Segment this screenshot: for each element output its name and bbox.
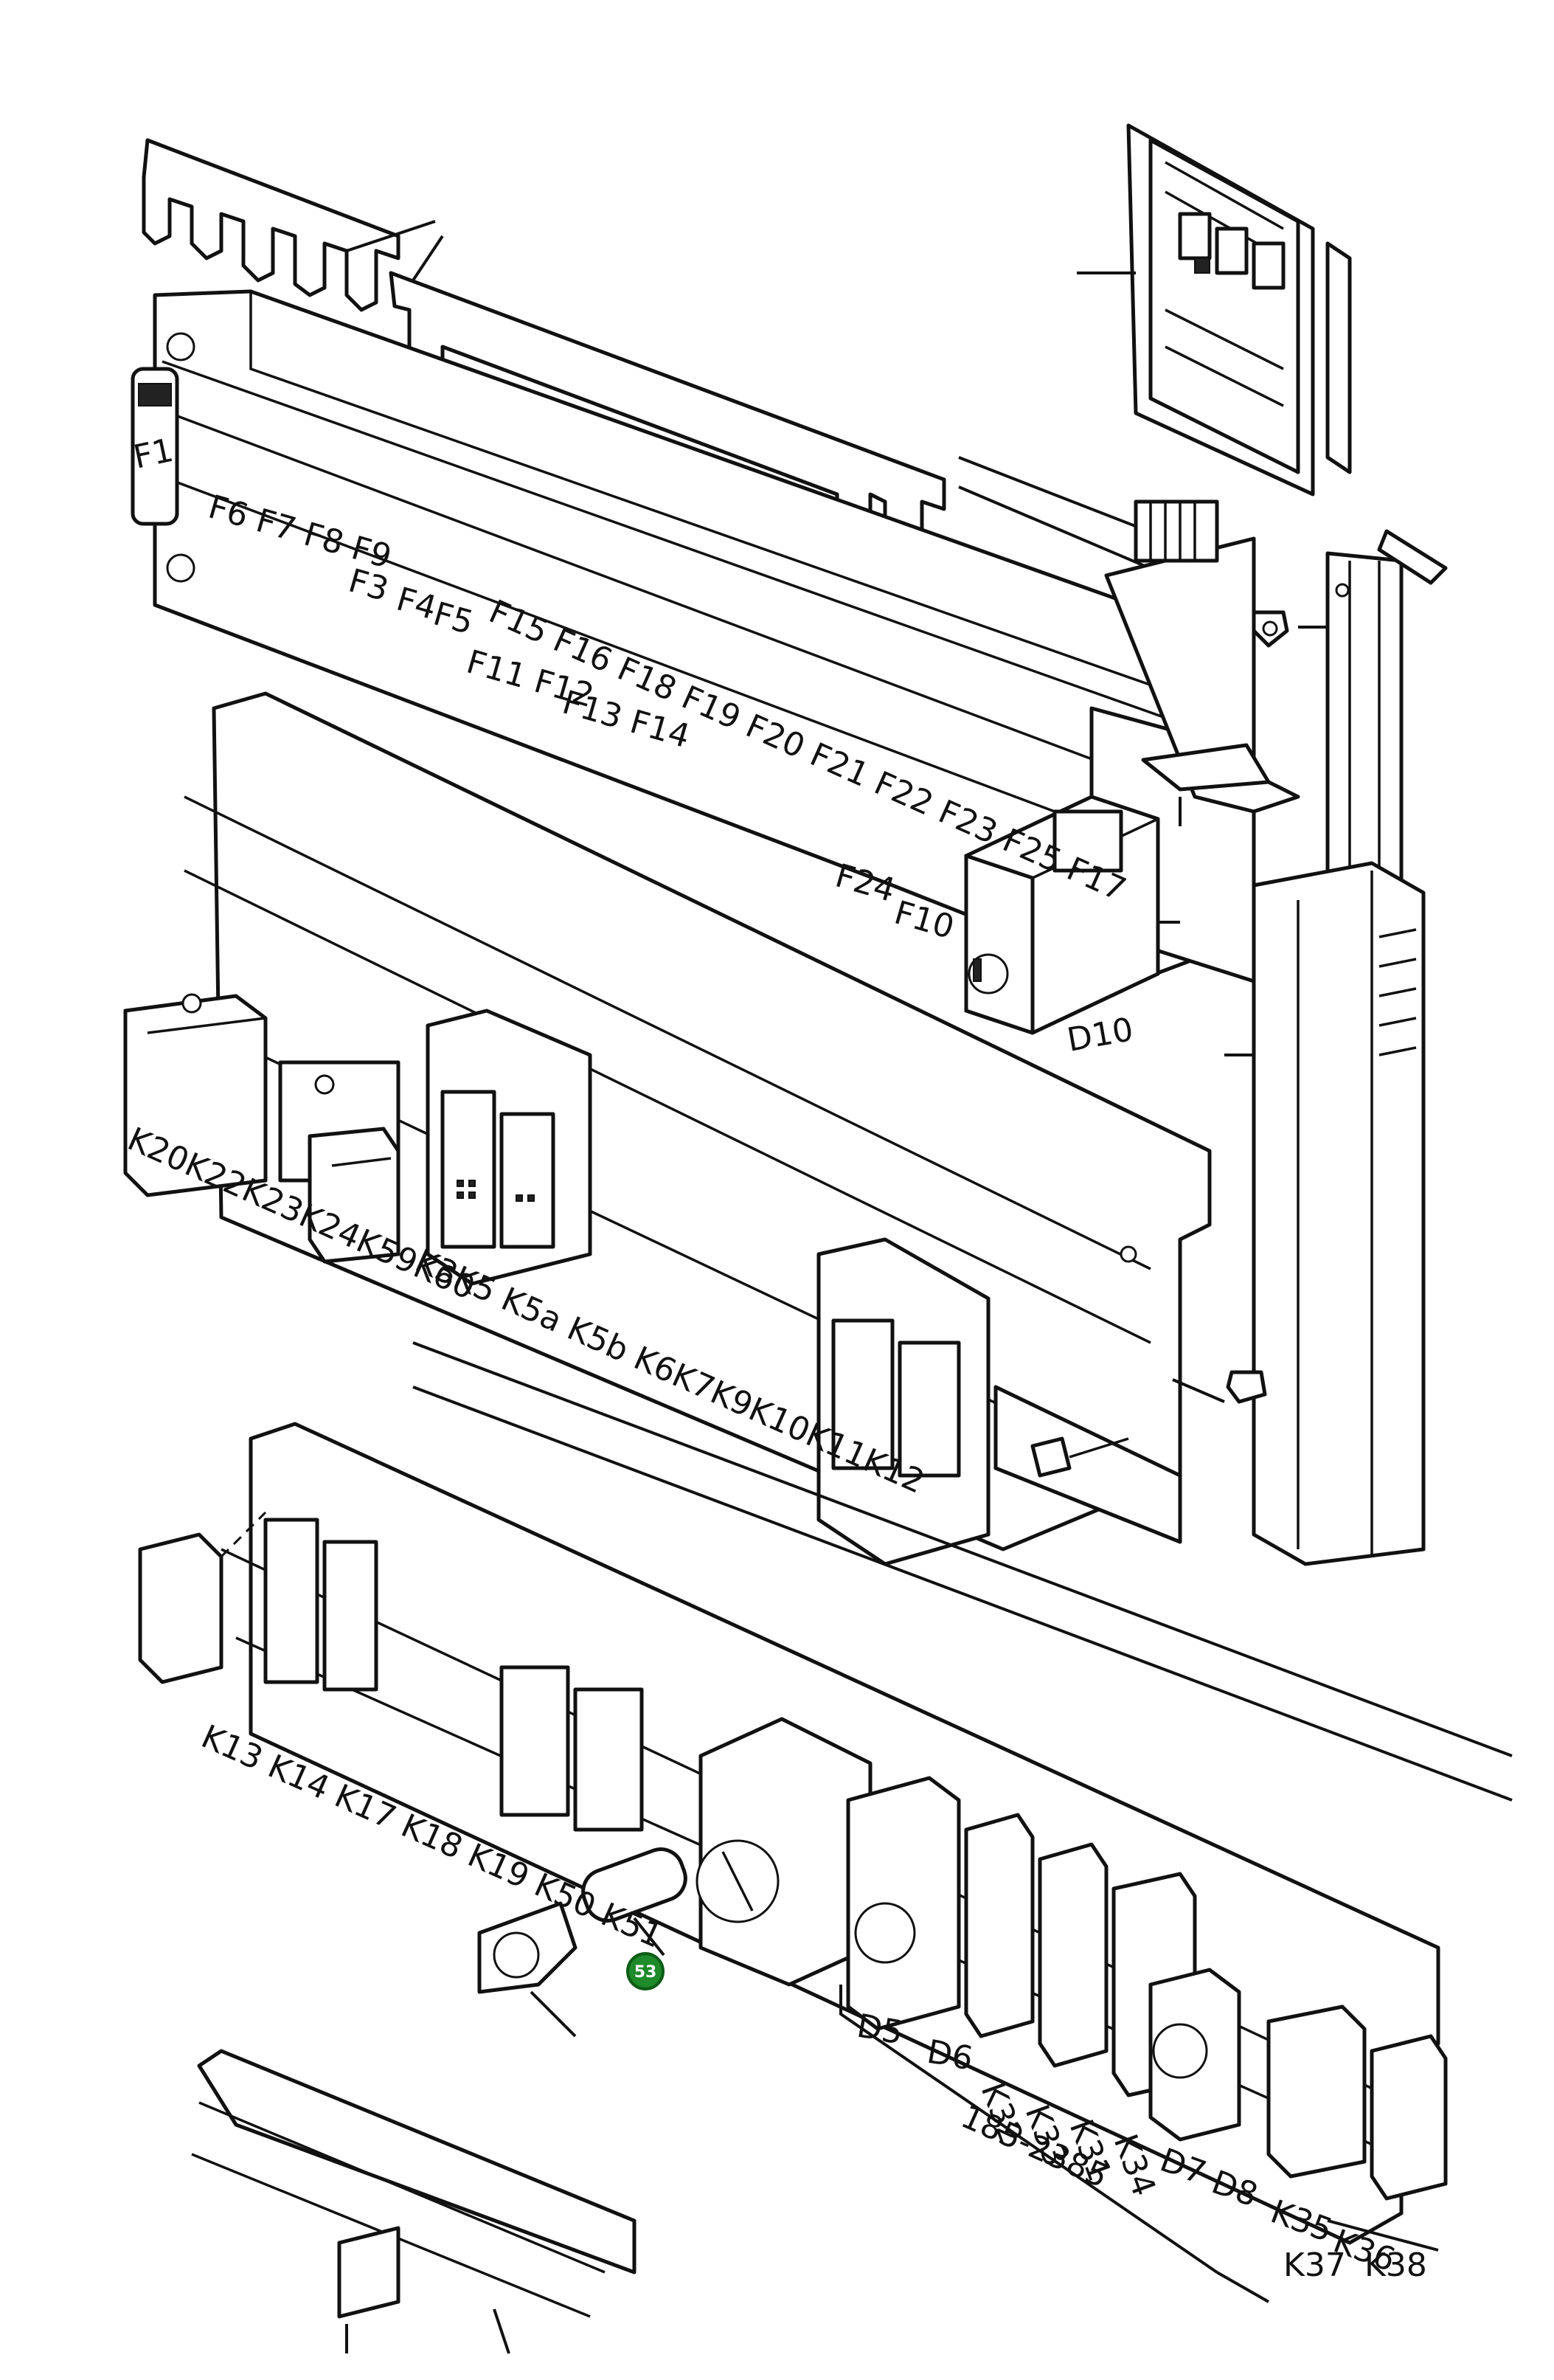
label-d10: D10 <box>1064 1011 1136 1059</box>
mounting-panel-top-right <box>1077 123 1352 497</box>
comb-busbar-left <box>142 138 436 312</box>
relay-d10 <box>964 795 1180 1035</box>
relay-block-bottom-left <box>138 1511 644 1832</box>
channel-profile-top <box>1104 536 1300 826</box>
fuse-rail-assembly <box>131 289 1256 983</box>
fuse-cap-and-cartridge <box>477 1847 687 2038</box>
relay-block-left <box>123 993 400 1264</box>
fuse-holder-bottom <box>696 1717 873 1987</box>
timer-relays-group <box>846 1776 1448 2201</box>
label-d5: D5 <box>854 2007 906 2052</box>
label-d6: D6 <box>924 2033 976 2078</box>
hotspot-53-label: 53 <box>634 1963 657 1982</box>
label-k38: K38 <box>1364 2246 1427 2284</box>
cable-duct-right <box>1224 861 1426 1566</box>
din-rail-bottom-left <box>191 2049 636 2354</box>
bracket-line-bottom <box>839 1985 1269 2303</box>
bolt-and-nut <box>1030 1370 1267 1478</box>
hotspot-53[interactable]: 53 <box>626 1952 665 1990</box>
label-f1: F1 <box>131 432 177 477</box>
relay-socket-right-middle <box>816 1237 991 1566</box>
label-k37: K37 <box>1283 2246 1346 2284</box>
relay-socket-middle <box>426 1009 592 1286</box>
terminal-strip-top-right <box>1134 499 1219 563</box>
